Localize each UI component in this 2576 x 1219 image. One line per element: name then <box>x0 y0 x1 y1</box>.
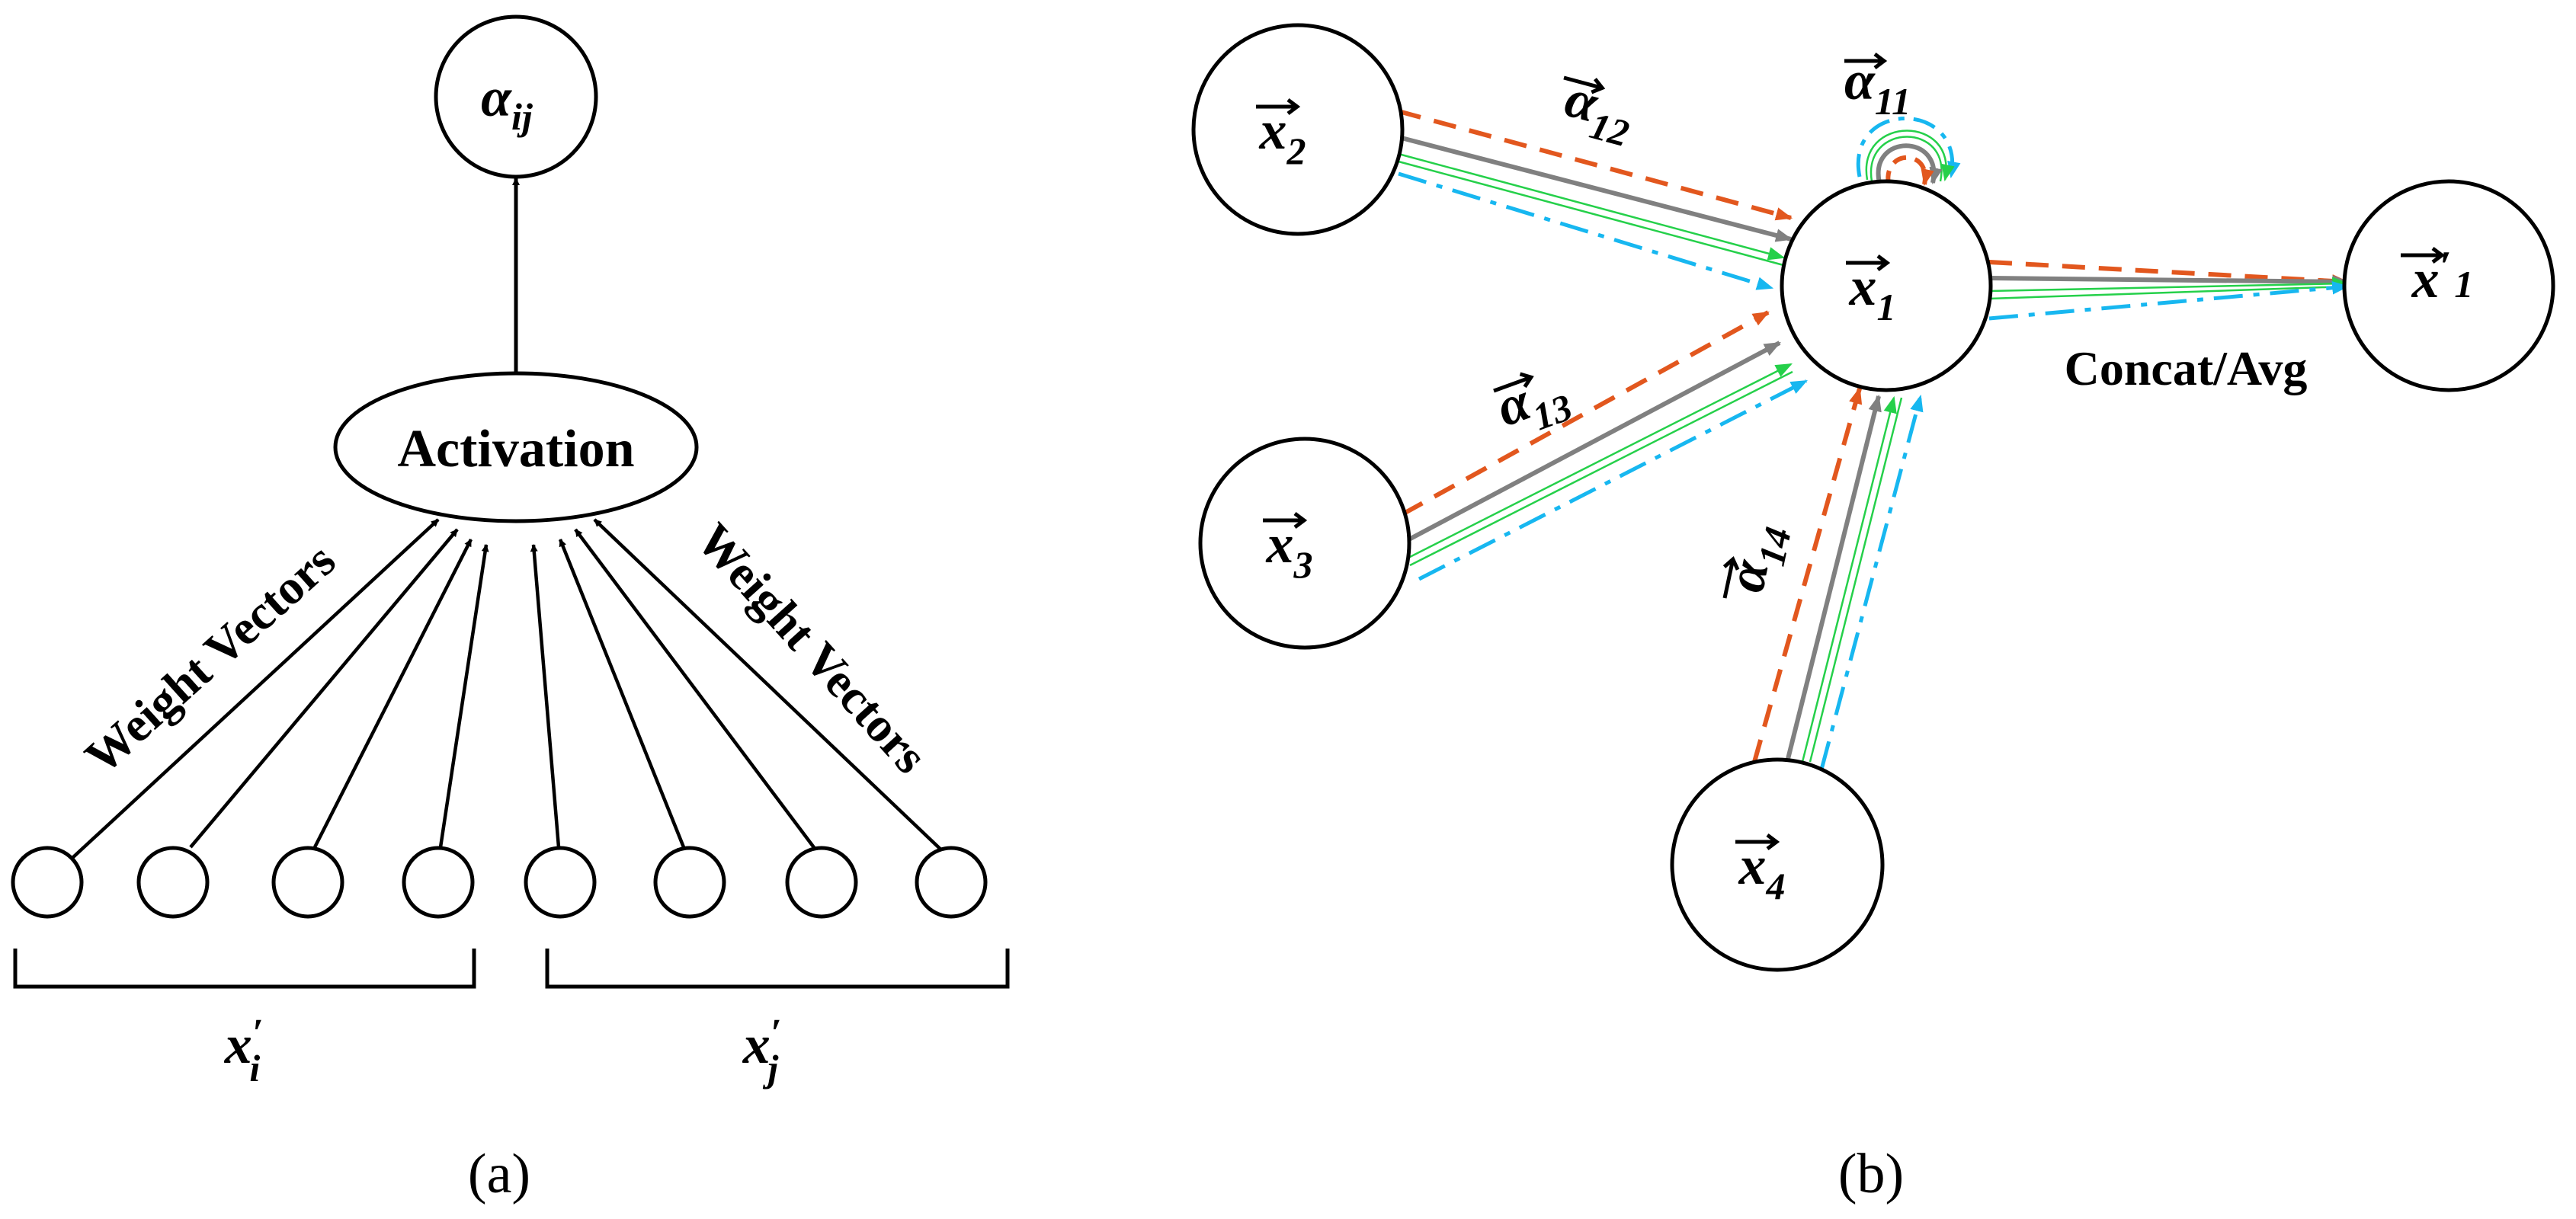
node-x4 <box>1670 757 1885 972</box>
input-node <box>136 846 210 919</box>
node-x2-label: x2 <box>1259 100 1306 172</box>
panel-b: x2 x1 x3 x4 x′1 α12 α11 α13 α14 Concat/A… <box>1191 23 2555 1205</box>
vector-arrow-icon <box>1722 556 1740 599</box>
edges-x3-x1 <box>1401 310 1808 581</box>
activation-label: Activation <box>397 420 634 478</box>
weight-vectors-label-left: Weight Vectors <box>75 533 345 784</box>
node-x1 <box>1780 179 1993 392</box>
vector-arrow-icon <box>1256 98 1301 115</box>
aggregate-label: Concat/Avg <box>2065 341 2308 395</box>
node-x4-label: x4 <box>1738 835 1786 907</box>
output-node-label: αij <box>481 67 533 138</box>
vector-arrow-icon <box>1844 53 1888 69</box>
vector-arrow-icon <box>1493 372 1534 393</box>
input-node <box>785 846 858 919</box>
input-weight-arrows <box>71 518 950 859</box>
input-node <box>524 846 597 919</box>
alpha-13-label: α13 <box>1488 357 1578 449</box>
edges-x2-x1 <box>1398 109 1793 290</box>
input-nodes <box>11 846 988 919</box>
weight-vectors-label-right: Weight Vectors <box>687 513 938 783</box>
node-x1-prime-label: x′1 <box>2411 243 2474 309</box>
vector-arrow-icon <box>2401 247 2446 264</box>
vector-arrow-icon <box>1735 833 1780 850</box>
bracket-j <box>545 949 1010 989</box>
alpha-14-label: α14 <box>1714 517 1799 600</box>
panel-a: αij Activation Weigh <box>11 14 1010 1205</box>
edges-x1-xout <box>1988 260 2350 321</box>
node-x3-label: x3 <box>1266 514 1313 586</box>
input-node <box>915 846 988 919</box>
node-x3 <box>1198 437 1411 650</box>
activation-node <box>333 371 699 523</box>
node-x1-label: x1 <box>1849 256 1896 328</box>
input-node <box>402 846 475 919</box>
input-node <box>653 846 726 919</box>
node-x2 <box>1191 23 1405 236</box>
input-node <box>271 846 344 919</box>
output-node-alpha-ij <box>434 14 598 179</box>
group-i-label: x′i <box>224 1012 264 1089</box>
edges-x4-x1 <box>1752 386 1924 770</box>
bracket-i <box>13 949 476 989</box>
node-x1-prime <box>2342 179 2555 392</box>
input-node <box>11 846 84 919</box>
vector-arrow-icon <box>1563 75 1606 94</box>
vector-arrow-icon <box>1846 254 1891 271</box>
caption-a: (a) <box>468 1143 530 1205</box>
self-loop-x1 <box>1856 117 1961 187</box>
caption-b: (b) <box>1838 1143 1904 1205</box>
group-j-label: x′j <box>742 1012 782 1089</box>
vector-arrow-icon <box>1263 512 1308 529</box>
